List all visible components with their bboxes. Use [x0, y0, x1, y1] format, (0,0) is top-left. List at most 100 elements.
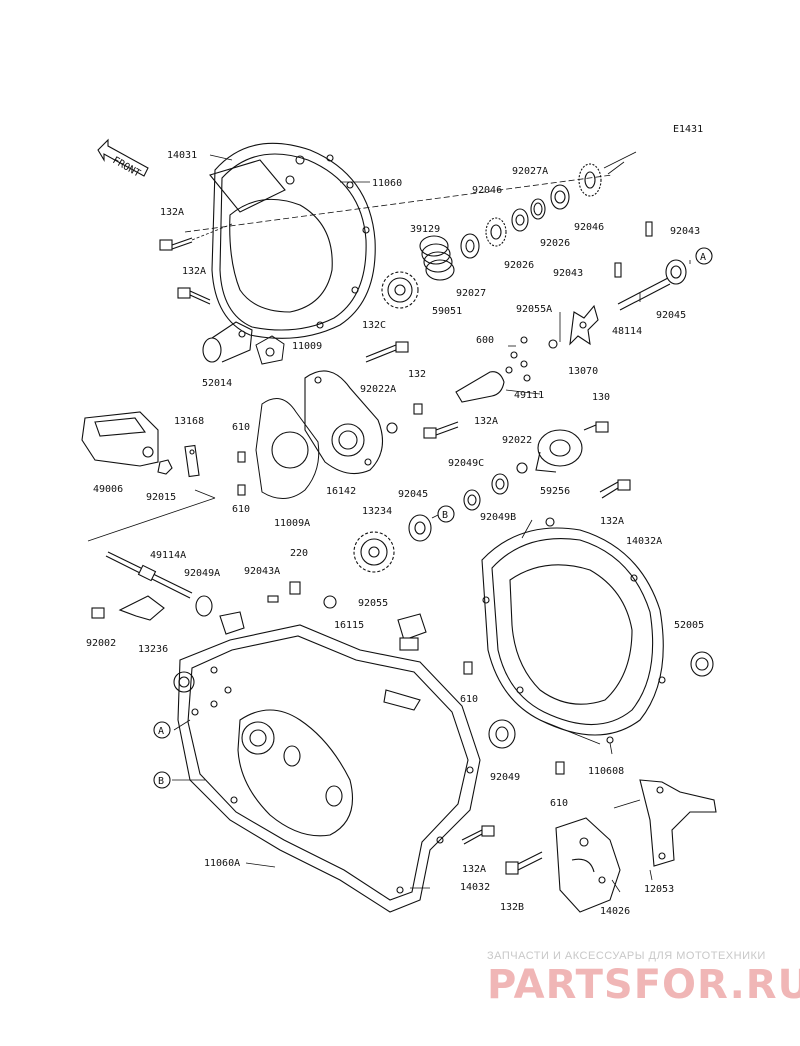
seal-92045-b — [408, 514, 432, 542]
bolt-220 — [289, 581, 301, 595]
bearing-92046-b — [578, 163, 602, 197]
callout: 132A — [160, 207, 184, 218]
clutch-cover-outer — [209, 142, 376, 339]
bolt-132B — [505, 851, 543, 875]
callout: 52005 — [674, 620, 704, 631]
marker-A-label: A — [700, 252, 706, 263]
callout: 110608 — [588, 766, 624, 777]
callout: 52014 — [202, 378, 232, 389]
callout: 92055 — [358, 598, 388, 609]
cover-14032A — [481, 517, 666, 744]
marker-B-mid: B — [437, 505, 455, 523]
callout: 600 — [476, 335, 494, 346]
callout: 13236 — [138, 644, 168, 655]
callout: 11009 — [292, 341, 322, 352]
callout: 13234 — [362, 506, 392, 517]
callout: 16142 — [326, 486, 356, 497]
marker-B-bottom: B — [153, 771, 171, 789]
callout: 11060A — [204, 858, 240, 869]
callout: 132A — [182, 266, 206, 277]
pin-92043-b — [614, 262, 622, 278]
gear-59256 — [535, 429, 583, 473]
callout: 610 — [550, 798, 568, 809]
pin-92043-a — [645, 221, 653, 237]
callout: 49111 — [514, 390, 544, 401]
seal-52005 — [690, 651, 714, 677]
callout: 92045 — [398, 489, 428, 500]
callout: 92002 — [86, 638, 116, 649]
callout: 13070 — [568, 366, 598, 377]
callout: 92026 — [504, 260, 534, 271]
callout: 92045 — [656, 310, 686, 321]
callout: 39129 — [410, 224, 440, 235]
callout: 610 — [232, 422, 250, 433]
marker-A-bottom: A — [153, 721, 171, 739]
callout: 132A — [600, 516, 624, 527]
bolt-132 — [413, 403, 423, 415]
diagram-code: E1431 — [673, 124, 704, 135]
pump-cover-16142 — [304, 370, 384, 475]
spring-39129 — [419, 235, 455, 281]
washer-92022A — [386, 422, 398, 434]
pin-610-d — [555, 761, 565, 775]
dowel-pin-610-b — [237, 484, 246, 496]
callout: 11060 — [372, 178, 402, 189]
washer-92022 — [516, 462, 528, 474]
bolt-132A-mid — [177, 287, 211, 305]
callout: 49006 — [93, 484, 123, 495]
callout: 92027 — [456, 288, 486, 299]
callout: 92022 — [502, 435, 532, 446]
bracket-12053 — [639, 779, 717, 867]
callout: 92046 — [574, 222, 604, 233]
washer-92027 — [460, 233, 480, 259]
gear-13234 — [353, 531, 395, 573]
callout: 92043A — [244, 566, 280, 577]
bolt-132A-cover — [599, 479, 631, 499]
callout: 59051 — [432, 306, 462, 317]
washer-92026-a — [511, 208, 529, 232]
lever-49006 — [81, 411, 159, 467]
shaft-49114A — [105, 551, 193, 599]
callout: 92049B — [480, 512, 516, 523]
bolt-130 — [583, 421, 609, 433]
water-pipe-52014 — [202, 321, 253, 363]
callout: 16115 — [334, 620, 364, 631]
steel-balls-600 — [505, 336, 531, 382]
callout: 92046 — [472, 185, 502, 196]
gasket-11009 — [255, 335, 285, 365]
marker-A-top: A — [695, 247, 713, 265]
bolt-92002 — [91, 607, 105, 619]
callout: 59256 — [540, 486, 570, 497]
callout: 12053 — [644, 884, 674, 895]
bearing-92049C — [463, 489, 481, 511]
marker-B-label: B — [442, 510, 448, 521]
seal-92049A — [195, 595, 213, 617]
callout: 11009A — [274, 518, 310, 529]
callout: 14032A — [626, 536, 662, 547]
gear-59051 — [381, 271, 419, 309]
bracket-13236 — [118, 595, 165, 621]
oil-plug-16115 — [397, 613, 427, 651]
seal-92045-a — [665, 259, 687, 285]
callout: 132C — [362, 320, 386, 331]
oring-92055 — [323, 595, 337, 609]
watermark-tagline: ЗАПЧАСТИ И АКСЕССУАРЫ ДЛЯ МОТОТЕХНИКИ — [487, 950, 766, 962]
callout: 92043 — [670, 226, 700, 237]
callout: 92055A — [516, 304, 552, 315]
callout: 92015 — [146, 492, 176, 503]
callout: 130 — [592, 392, 610, 403]
callout: 14032 — [460, 882, 490, 893]
callout: 13168 — [174, 416, 204, 427]
callout: 132B — [500, 902, 524, 913]
callouts: 14031 11060 132A 132A 39129 92046 92027A… — [86, 150, 704, 917]
ring-92055A — [548, 339, 558, 349]
callout: 220 — [290, 548, 308, 559]
marker-A-label: A — [158, 726, 164, 737]
callout: 92049 — [490, 772, 520, 783]
callout: 92026 — [540, 238, 570, 249]
ring-92027A — [530, 198, 546, 220]
callout: 610 — [460, 694, 478, 705]
bearing-92049 — [488, 719, 516, 749]
